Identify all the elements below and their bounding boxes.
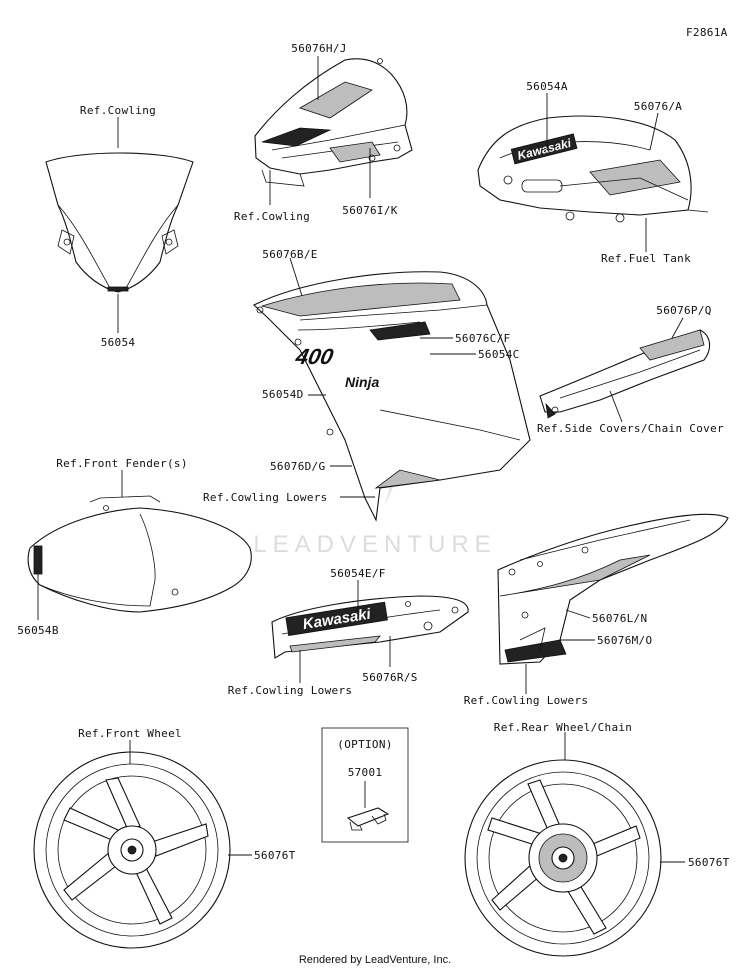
callout-ref-cowling-lowers-mid[interactable]: Ref.Cowling Lowers	[203, 491, 328, 504]
callout-56076T-front[interactable]: 56076T	[254, 849, 296, 862]
lower-cowling-right[interactable]	[497, 513, 729, 665]
option-box[interactable]: (OPTION) 57001	[321, 727, 409, 843]
callout-56076RS[interactable]: 56076R/S	[362, 671, 417, 684]
callout-ref-side-covers[interactable]: Ref.Side Covers/Chain Cover	[537, 422, 724, 435]
lower-cowling-left[interactable]: Kawasaki	[271, 595, 469, 659]
callout-57001[interactable]: 57001	[348, 766, 383, 779]
callout-ref-front-fender[interactable]: Ref.Front Fender(s)	[56, 457, 188, 470]
figure-id: F2861A	[686, 26, 728, 39]
callout-56076A[interactable]: 56076/A	[634, 100, 683, 113]
side-cowling[interactable]: 400 Ninja	[253, 271, 531, 522]
callout-56076BE[interactable]: 56076B/E	[262, 248, 317, 261]
callout-56054EF[interactable]: 56054E/F	[330, 567, 385, 580]
callout-56076IK[interactable]: 56076I/K	[342, 204, 397, 217]
callout-56054A[interactable]: 56054A	[526, 80, 568, 93]
callout-ref-cowling-lowers-left[interactable]: Ref.Cowling Lowers	[228, 684, 353, 697]
callout-56076PQ[interactable]: 56076P/Q	[656, 304, 711, 317]
callout-56054C[interactable]: 56054C	[478, 348, 520, 361]
callout-56076LN[interactable]: 56076L/N	[592, 612, 647, 625]
callout-ref-cowling-top[interactable]: Ref.Cowling	[234, 210, 310, 223]
callout-ref-rear-wheel[interactable]: Ref.Rear Wheel/Chain	[494, 721, 632, 734]
callout-56076DG[interactable]: 56076D/G	[270, 460, 325, 473]
option-title: (OPTION)	[337, 738, 392, 751]
callout-ref-cowling-windshield[interactable]: Ref.Cowling	[80, 104, 156, 117]
front-wheel[interactable]	[33, 751, 231, 949]
front-fender[interactable]	[27, 495, 252, 613]
callout-56076CF[interactable]: 56076C/F	[455, 332, 510, 345]
fuel-tank[interactable]: Kawasaki	[477, 115, 709, 223]
footer-credit: Rendered by LeadVenture, Inc.	[299, 954, 451, 966]
callout-ref-fuel-tank[interactable]: Ref.Fuel Tank	[601, 252, 691, 265]
windshield[interactable]	[45, 152, 194, 293]
rear-wheel[interactable]	[464, 759, 662, 957]
part-57001-clip	[346, 807, 390, 831]
watermark-text: LEADVENTURE	[253, 531, 496, 558]
side-decal-400: 400	[293, 344, 337, 369]
side-decal-ninja: Ninja	[345, 374, 379, 390]
callout-ref-front-wheel[interactable]: Ref.Front Wheel	[78, 727, 182, 740]
callout-56076HJ[interactable]: 56076H/J	[291, 42, 346, 55]
upper-cowling[interactable]	[254, 58, 413, 187]
callout-56054D[interactable]: 56054D	[262, 388, 304, 401]
callout-56054[interactable]: 56054	[101, 336, 136, 349]
callout-ref-cowling-lowers-right[interactable]: Ref.Cowling Lowers	[464, 694, 589, 707]
rear-side-cover[interactable]	[539, 329, 711, 419]
callout-56076T-rear[interactable]: 56076T	[688, 856, 730, 869]
callout-56076MO[interactable]: 56076M/O	[597, 634, 652, 647]
callout-56054B[interactable]: 56054B	[17, 624, 59, 637]
